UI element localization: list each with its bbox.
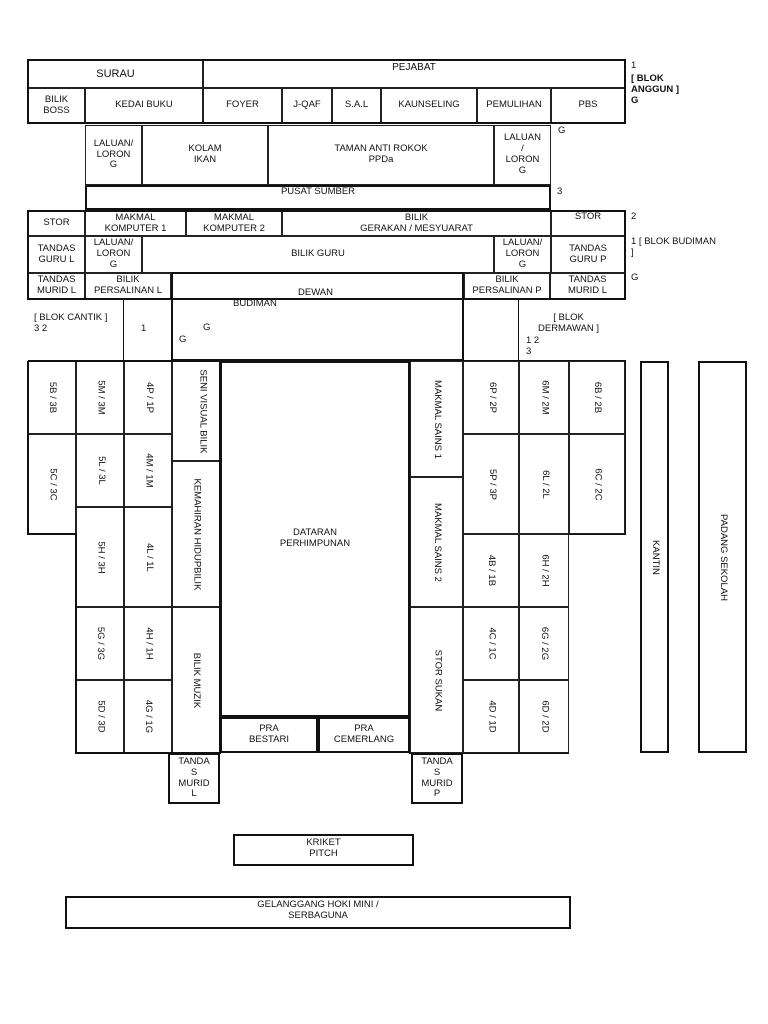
stor-sukan: STOR SUKAN: [410, 607, 463, 753]
class-6m-2m: 6M / 2M: [519, 361, 569, 434]
class-5l-3l: 5L / 3L: [76, 434, 124, 507]
class-4h-1h: 4H / 1H: [124, 607, 172, 680]
pusat-sumber: PUSAT SUMBER: [85, 185, 551, 210]
kolam-ikan: KOLAM IKAN: [142, 125, 268, 185]
class-4m-1m: 4M / 1M: [124, 434, 172, 507]
laluan-budiman-right: LALUAN/ LORON G: [494, 236, 551, 273]
jqaf-room: J-QAF: [282, 88, 332, 123]
sal-room: S.A.L: [332, 88, 381, 123]
taman-anti-rokok: TAMAN ANTI ROKOK PPDa: [268, 125, 494, 185]
class-4d-1d: 4D / 1D: [463, 680, 519, 753]
class-4p-1p: 4P / 1P: [124, 361, 172, 434]
class-4l-1l: 4L / 1L: [124, 507, 172, 607]
cantik-divider: [123, 300, 124, 360]
laluan-right: LALUAN / LORON G: [494, 125, 551, 185]
tandas-murid-p: TANDA S MURID P: [411, 753, 463, 804]
g-budiman: G: [631, 272, 639, 283]
bilik-gerakan: BILIK GERAKAN / MESYUARAT: [282, 211, 551, 236]
anggun-num: 1: [631, 60, 637, 71]
blok-dermawan-nums: 1 2 3: [526, 335, 540, 357]
gelanggang-hoki: GELANGGANG HOKI MINI / SERBAGUNA: [65, 896, 571, 929]
stor-left: STOR: [28, 211, 85, 236]
blok-anggun-label: [ BLOK ANGGUN ] G: [631, 73, 680, 106]
pejabat-room: PEJABAT: [203, 60, 625, 88]
pra-bestari: PRA BESTARI: [220, 717, 318, 753]
class-4c-1c: 4C / 1C: [463, 607, 519, 680]
kaunseling-room: KAUNSELING: [381, 88, 477, 123]
g-letter-1: G: [179, 334, 187, 345]
surau-room: SURAU: [28, 60, 203, 88]
class-6g-2g: 6G / 2G: [519, 607, 569, 680]
class-5d-3d: 5D / 3D: [76, 680, 124, 753]
tandas-guru-p: TANDAS GURU P: [551, 236, 625, 273]
num-2: 2: [631, 211, 637, 222]
kemahiran-hidup-room: KEMAHIRAN HIDUPBILIK: [172, 461, 220, 607]
dermawan-divider: [518, 300, 519, 360]
g-right: G: [558, 125, 566, 136]
blok-dermawan-label: [ BLOK DERMAWAN ]: [538, 312, 600, 334]
bilik-persalinan-p: BILIK PERSALINAN P: [464, 273, 550, 299]
blok-cantik-outline: [27, 360, 221, 754]
seni-visual-room: SENI VISUAL BILIK: [172, 361, 220, 461]
bilik-guru: BILIK GURU: [142, 236, 494, 273]
class-6d-2d: 6D / 2D: [519, 680, 569, 753]
class-6c-2c: 6C / 2C: [569, 434, 625, 534]
class-4g-1g: 4G / 1G: [124, 680, 172, 753]
class-6h-2h: 6H / 2H: [519, 534, 569, 607]
laluan-left: LALUAN/ LORON G: [85, 125, 142, 185]
padang-sekolah: PADANG SEKOLAH: [698, 361, 747, 753]
g-letter-2: G: [203, 322, 211, 333]
bilik-boss-room: BILIK BOSS: [28, 88, 85, 123]
class-4b-1b: 4B / 1B: [463, 534, 519, 607]
blok-cantik-num: 1: [141, 323, 147, 334]
budiman-label: BUDIMAN: [233, 298, 277, 309]
makmal-sains-1: MAKMAL SAINS 1: [410, 361, 463, 477]
kedai-buku-room: KEDAI BUKU: [85, 88, 203, 123]
tandas-murid-l: TANDA S MURID L: [168, 753, 220, 804]
dataran-perhimpunan: DATARAN PERHIMPUNAN: [220, 361, 410, 717]
pra-cemerlang: PRA CEMERLANG: [318, 717, 410, 753]
class-6l-2l: 6L / 2L: [519, 434, 569, 534]
class-5m-3m: 5M / 3M: [76, 361, 124, 434]
class-6p-2p: 6P / 2P: [463, 361, 519, 434]
tandas-guru-l: TANDAS GURU L: [28, 236, 85, 273]
pemulihan-room: PEMULIHAN: [477, 88, 551, 123]
stor-right: STOR: [551, 211, 625, 236]
laluan-budiman-left: LALUAN/ LORON G: [85, 236, 142, 273]
class-5p-3p: 5P / 3P: [463, 434, 519, 534]
num-3: 3: [557, 186, 563, 197]
makmal-komputer-1: MAKMAL KOMPUTER 1: [85, 211, 186, 236]
makmal-sains-2: MAKMAL SAINS 2: [410, 477, 463, 607]
blok-budiman-label: 1 [ BLOK BUDIMAN ]: [631, 236, 716, 258]
dewan-label: DEWAN: [298, 287, 334, 298]
class-6b-2b: 6B / 2B: [569, 361, 625, 434]
kriket-pitch: KRIKET PITCH: [233, 834, 414, 866]
blok-cantik-label: [ BLOK CANTIK ] 3 2: [34, 312, 108, 334]
kantin: KANTIN: [640, 361, 669, 753]
